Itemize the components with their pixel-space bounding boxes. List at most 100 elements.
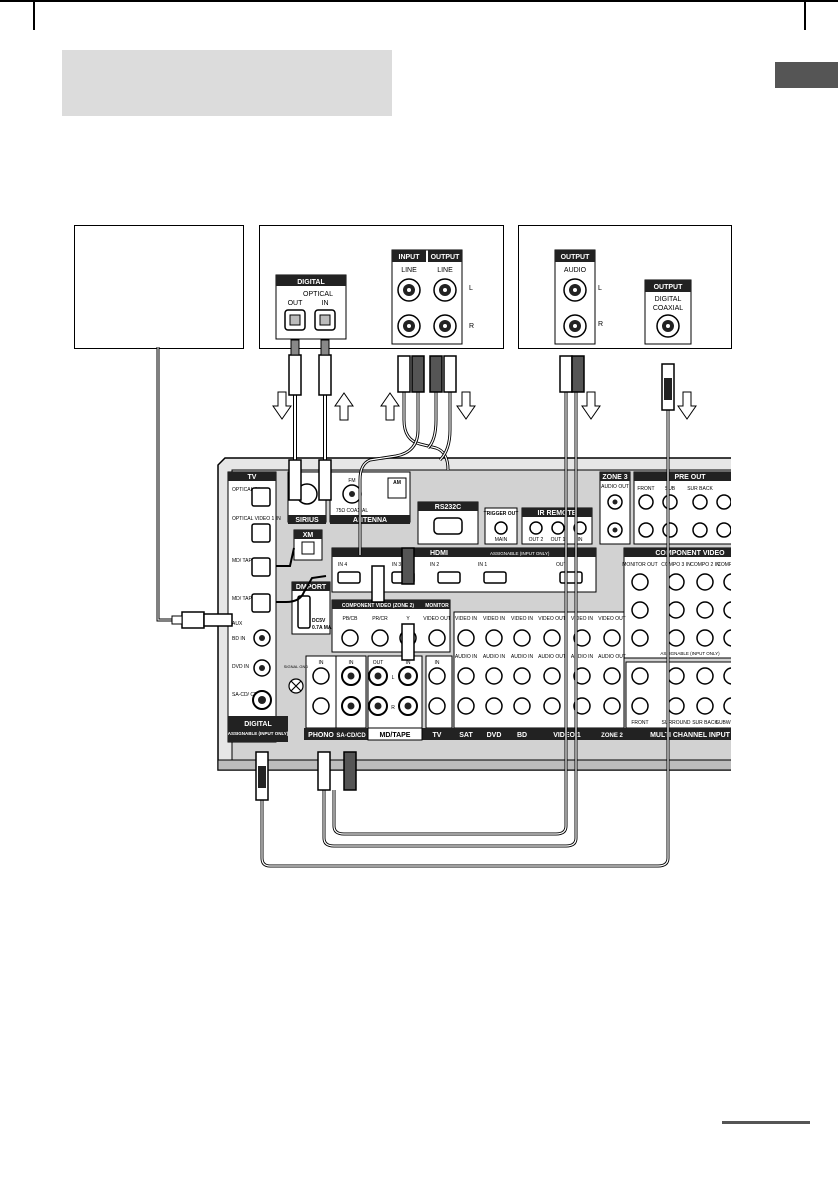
main-label: MAIN <box>495 537 508 543</box>
sat-audio-in-label: AUDIO IN <box>455 654 478 660</box>
top-rule <box>0 0 838 2</box>
line-jacks[interactable] <box>397 278 457 338</box>
md-tape-out-label: MD/ TAPE OUT <box>232 596 267 602</box>
sat-video-in-label: VIDEO IN <box>455 616 477 622</box>
bd-video-in-label: VIDEO IN <box>511 616 533 622</box>
comp-monitor-out-label: MONITOR OUT <box>622 562 657 568</box>
arrow-down-icon <box>456 391 476 420</box>
mc-surround-label: SURROUND <box>662 720 691 726</box>
dvd-label: DVD <box>487 732 502 739</box>
optical-label: OPTICAL <box>303 291 333 298</box>
mc-surback-label: SUR BACK <box>692 720 718 726</box>
audio-output-label: OUTPUT <box>561 254 591 261</box>
hdmi-in3-label: IN 3 <box>392 562 401 568</box>
bd-in-label: BD IN <box>232 636 246 642</box>
optical-in-tv-label: OPTICAL IN <box>232 487 260 493</box>
hdmi-in2-port[interactable] <box>437 571 461 584</box>
mdtape-out-label: OUT <box>373 660 384 666</box>
sacd-in-label: SA-CD/ CD IN <box>232 692 264 698</box>
digital-title: DIGITAL <box>297 279 325 286</box>
sacd-label: SA-CD/CD <box>336 733 366 739</box>
dmport-label: DMPORT <box>296 584 327 591</box>
device-line-panel: INPUT OUTPUT LINE LINE L R <box>391 249 474 345</box>
sirius-label: SIRIUS <box>295 517 319 524</box>
arrow-up-icon <box>380 392 400 421</box>
mdtape-in-label: IN <box>406 660 411 666</box>
hdmi-in1-label: IN 1 <box>478 562 487 568</box>
prcr-label: PR/CR <box>372 616 388 622</box>
audio-label: AUDIO <box>564 267 587 274</box>
tv-optical-title: TV <box>248 474 257 481</box>
comp-zone2-label: COMPONENT VIDEO (ZONE 2) <box>342 603 415 609</box>
hdmi-in4-port[interactable] <box>337 571 361 584</box>
mc-subwoofer-label: SUBWOOFER <box>716 720 749 726</box>
audio-out-jacks[interactable] <box>563 278 587 338</box>
fm-coax-label: 75Ω COAXIAL <box>336 508 369 514</box>
zone2-label: ZONE 2 <box>601 733 623 739</box>
rs232c-label: RS232C <box>435 504 461 511</box>
sat-label: SAT <box>459 732 473 739</box>
md-tape-in-label: MD/ TAPE IN <box>232 558 262 564</box>
multi-channel-input-label: MULTI CHANNEL INPUT <box>650 732 731 739</box>
xm-jack[interactable] <box>301 541 315 555</box>
continued-rule <box>722 1121 810 1124</box>
dmport-jack[interactable] <box>297 595 311 629</box>
assignable-input-only-label: ASSIGNABLE (INPUT ONLY) <box>228 731 289 736</box>
arrow-down-icon <box>677 391 697 420</box>
ir-out2-label: OUT 2 <box>529 537 544 543</box>
rs232c-port[interactable] <box>433 517 463 535</box>
usb-device-box <box>74 225 244 349</box>
c-r-label: R <box>598 321 603 328</box>
md-tape-optical-out-jack[interactable] <box>251 593 271 613</box>
hdmi-out-port[interactable] <box>559 571 583 584</box>
dvd-in-label: DVD IN <box>232 664 249 670</box>
bd-label: BD <box>517 732 527 739</box>
coaxial-label: COAXIAL <box>653 305 683 312</box>
max-label: 0.7A MAX <box>312 625 336 631</box>
tv-optical-in-jack[interactable] <box>251 487 271 507</box>
am-antenna-terminal[interactable] <box>387 477 407 499</box>
dvd-audio-in-label: AUDIO IN <box>483 654 506 660</box>
digital-assignable-label: DIGITAL <box>244 721 272 728</box>
trigger-out-label: TRIGGER OUT <box>484 511 519 517</box>
coax-digital-label: DIGITAL <box>655 296 682 303</box>
zone3-label: ZONE 3 <box>602 474 627 481</box>
monitor-label: MONITOR <box>425 603 449 609</box>
mdtape-l-label: L <box>392 675 395 681</box>
hdmi-label: HDMI <box>430 550 448 557</box>
input-label: INPUT <box>399 254 421 261</box>
md-tape-optical-in-jack[interactable] <box>251 557 271 577</box>
device-audio-panel: OUTPUT AUDIO L R OUTPUT DIGITAL COAXIAL <box>554 249 692 345</box>
tv-audio-in-label: IN <box>435 660 440 666</box>
optical-video1-label: OPTICAL VIDEO 1 IN <box>232 516 281 522</box>
mc-front-label: FRONT <box>631 720 648 726</box>
arrow-down-icon <box>272 391 292 420</box>
hdmi-in1-port[interactable] <box>483 571 507 584</box>
ir-out1-label: OUT 1 <box>551 537 566 543</box>
monitor-video-out-label: VIDEO OUT <box>423 616 451 622</box>
r-label: R <box>469 323 474 330</box>
video1-audio-in-label: AUDIO IN <box>571 654 594 660</box>
fm-label: FM <box>348 478 355 484</box>
line-out-label: LINE <box>437 267 453 274</box>
pre-surback-label: SUR BACK <box>687 486 713 492</box>
ir-in-label: IN <box>578 537 583 543</box>
optical-in-label: IN <box>322 300 329 307</box>
coaxial-out-jack[interactable] <box>656 314 680 338</box>
mdtape-r-label: R <box>391 705 395 711</box>
bd-audio-in-label: AUDIO IN <box>511 654 534 660</box>
chapter-tab <box>775 62 838 88</box>
video1-audio-out-label: AUDIO OUT <box>538 654 566 660</box>
y-label: Y <box>406 616 410 622</box>
signal-arrows <box>272 391 697 421</box>
hdmi-in4-label: IN 4 <box>338 562 347 568</box>
trigger-jack[interactable] <box>494 521 508 535</box>
pbcb-label: PB/CB <box>342 616 358 622</box>
tv-label: TV <box>433 732 442 739</box>
crop-mark-left <box>33 0 35 30</box>
video1-optical-in-jack[interactable] <box>251 523 271 543</box>
pre-sub-label: SUB <box>665 486 676 492</box>
dc5v-label: DC5V <box>312 618 326 624</box>
zone2-audio-out-label: AUDIO OUT <box>598 654 626 660</box>
